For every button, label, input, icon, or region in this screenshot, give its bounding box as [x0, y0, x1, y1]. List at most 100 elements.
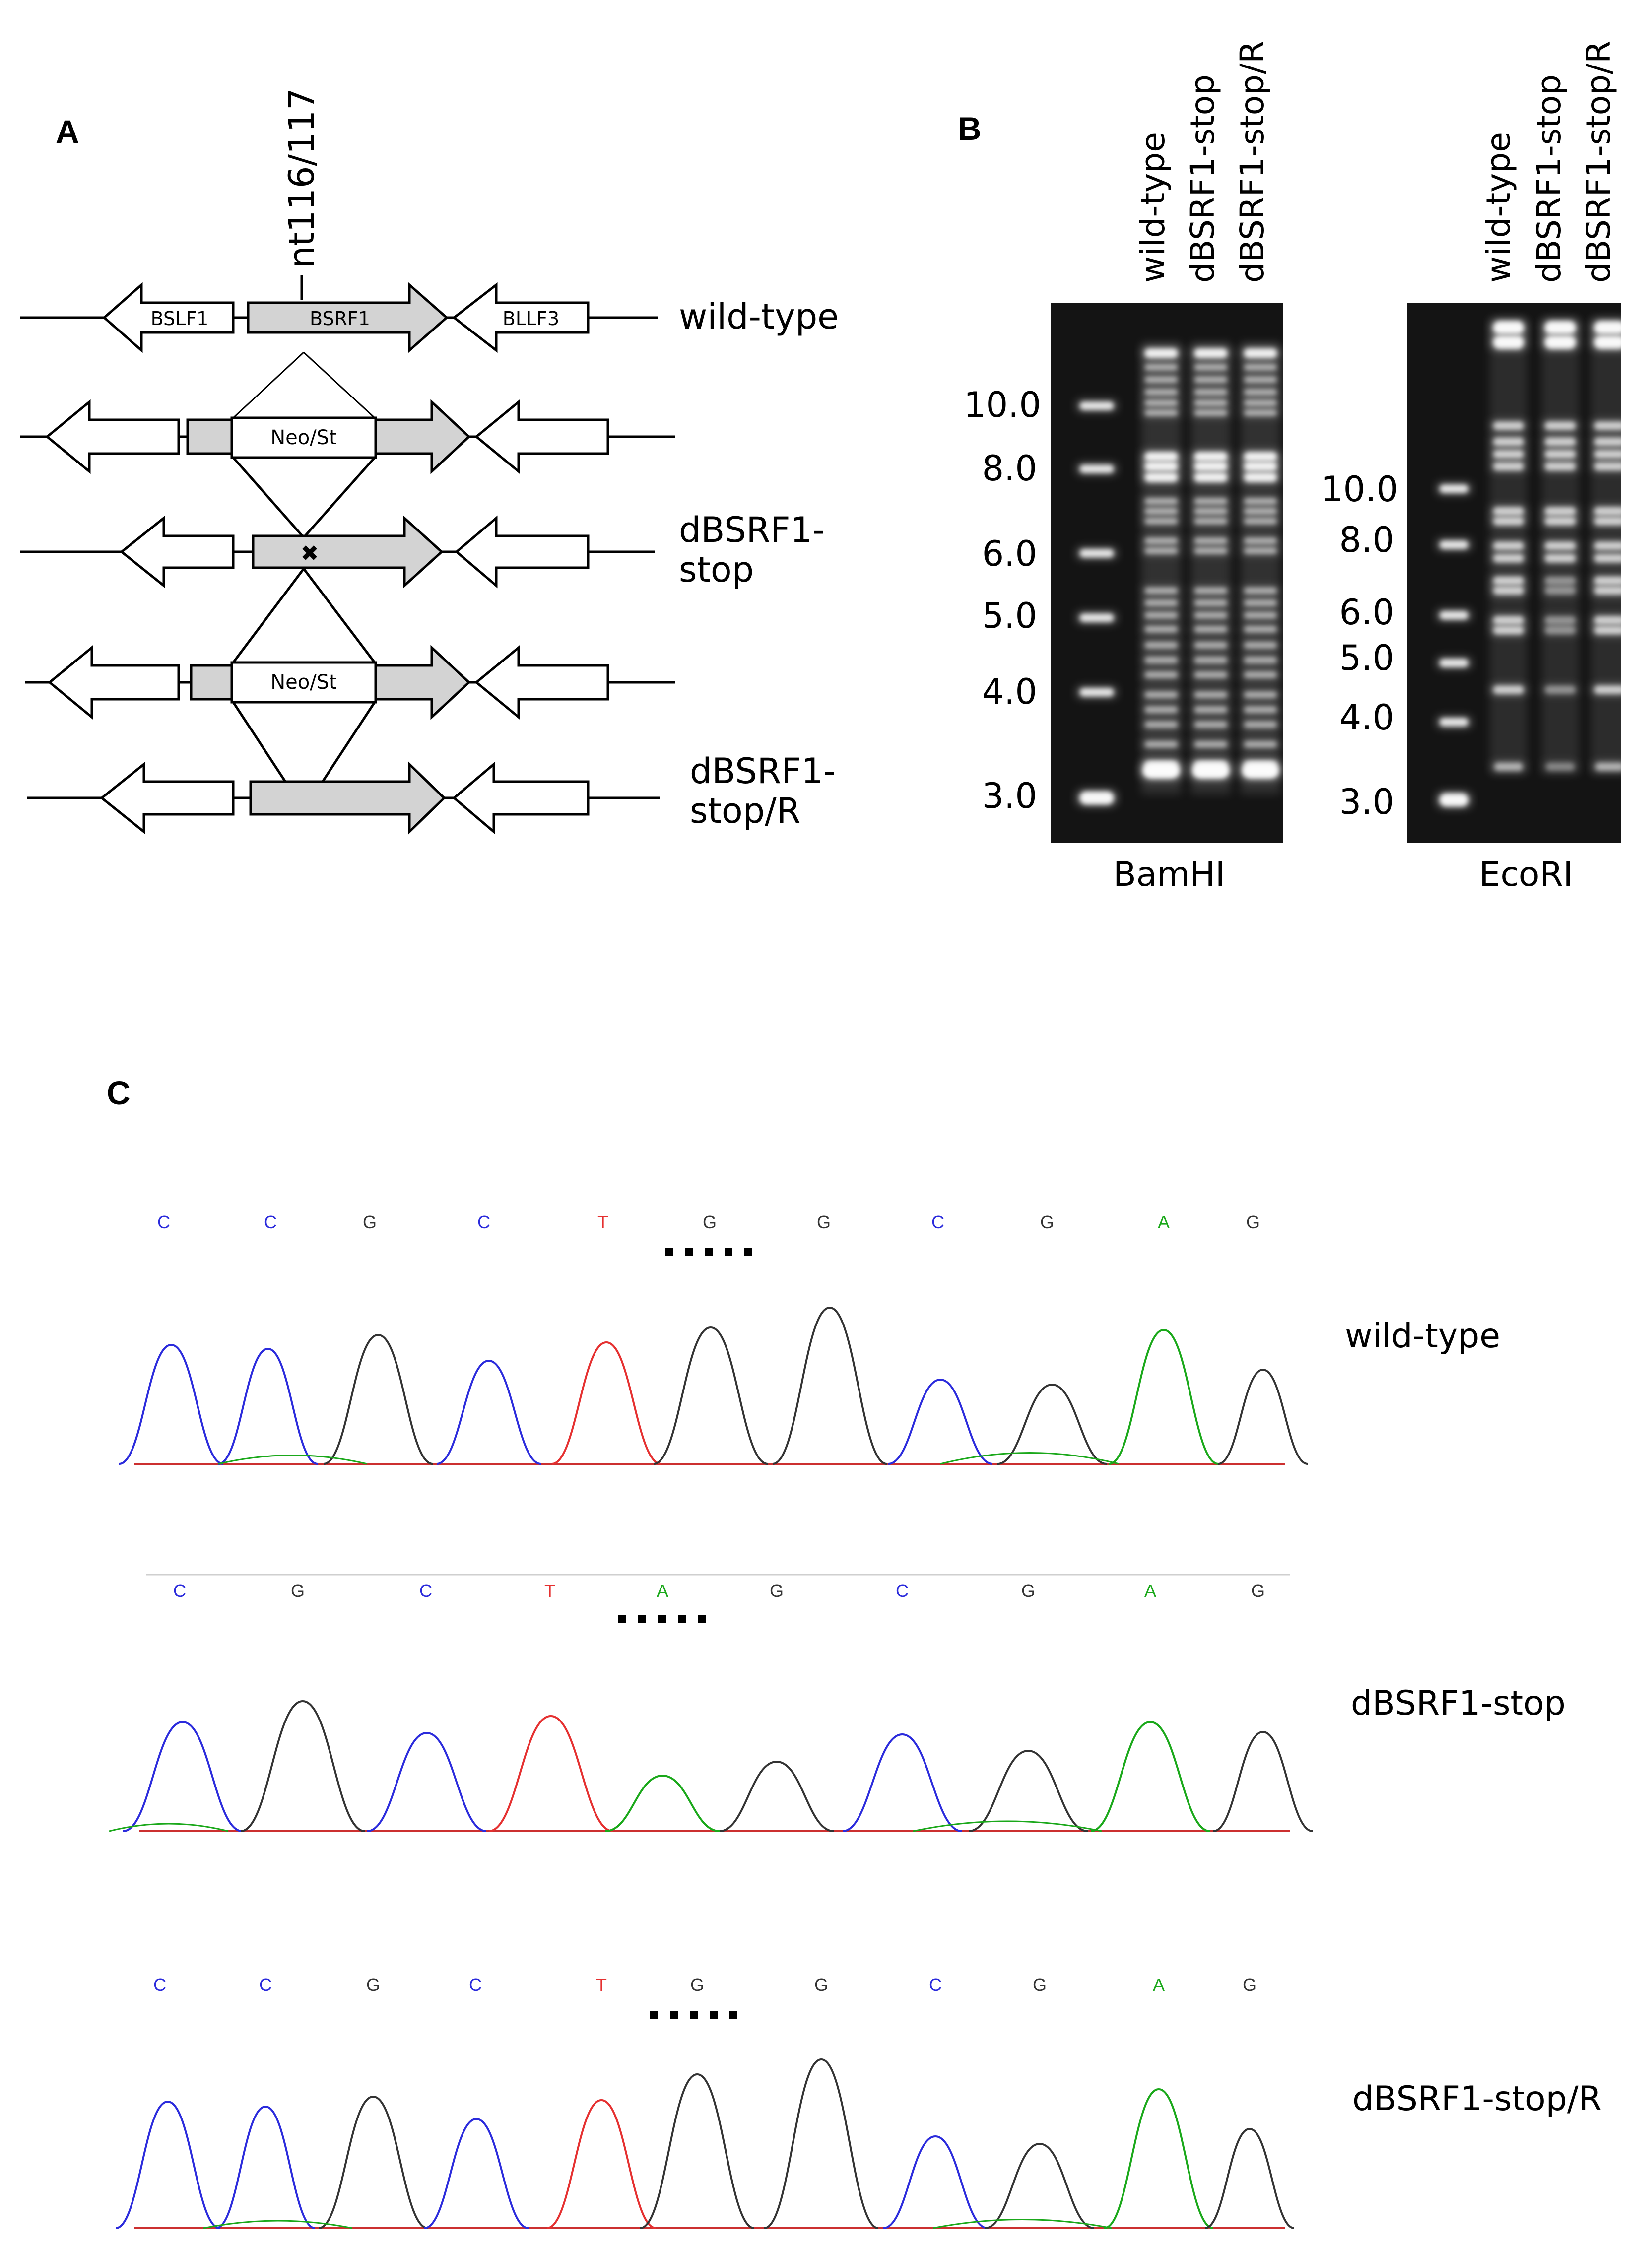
- sample-band: [1490, 420, 1527, 431]
- base-call: G: [770, 1581, 784, 1601]
- sample-band: [1591, 516, 1628, 527]
- base-call: T: [597, 1212, 608, 1232]
- sample-band: [1140, 761, 1182, 780]
- ladder-band: [1437, 610, 1471, 621]
- sample-band: [1142, 656, 1181, 664]
- sample-band: [1142, 536, 1181, 545]
- trace-label-dbsrf1-stop-r: dBSRF1-stop/R: [1352, 2079, 1602, 2118]
- base-call: A: [657, 1581, 668, 1601]
- sample-band: [1142, 690, 1181, 699]
- panel-a-letter: A: [56, 113, 79, 150]
- row5-center-arrow: [249, 761, 446, 835]
- sample-band: [1142, 611, 1181, 620]
- sample-band: [1542, 615, 1579, 626]
- sample-band: [1142, 398, 1181, 407]
- ladder-band: [1437, 717, 1471, 728]
- base-call: C: [896, 1581, 909, 1601]
- marker-bamhi-3: 3.0: [982, 776, 1037, 816]
- sample-band: [1490, 334, 1527, 350]
- chromatogram-dbsrf1-stop-r: [115, 2058, 1295, 2229]
- neo-st-label-2: Neo/St: [270, 671, 337, 694]
- sample-band: [1542, 540, 1579, 551]
- marker-bamhi-6: 6.0: [982, 533, 1037, 574]
- sample-band: [1191, 507, 1230, 516]
- ladder-band: [1077, 790, 1117, 806]
- base-call: G: [817, 1212, 831, 1232]
- sample-band: [1241, 720, 1280, 729]
- lane-label-wt-ecori: wild-type: [1479, 132, 1518, 283]
- sample-band: [1191, 471, 1230, 483]
- sample-band: [1142, 740, 1181, 749]
- base-call: G: [703, 1212, 717, 1232]
- sample-band: [1241, 625, 1280, 634]
- bllf3-label: BLLF3: [503, 308, 559, 330]
- base-call: C: [157, 1212, 170, 1232]
- sample-band: [1591, 575, 1628, 586]
- base-call: G: [1243, 1975, 1256, 1995]
- sample-band: [1142, 670, 1181, 679]
- bsrf1-label: BSRF1: [310, 308, 370, 330]
- sample-band: [1241, 670, 1280, 679]
- ladder-band: [1437, 658, 1471, 668]
- sample-band: [1241, 546, 1280, 555]
- base-call: C: [469, 1975, 482, 1995]
- sample-band: [1542, 684, 1579, 695]
- sample-band: [1142, 388, 1181, 397]
- lane-label-wt-bamhi: wild-type: [1134, 132, 1172, 283]
- sample-band: [1542, 516, 1579, 527]
- peak-G: [653, 1326, 768, 1465]
- sample-band: [1191, 408, 1230, 417]
- sample-band: [1191, 375, 1230, 384]
- sample-band: [1591, 334, 1628, 350]
- row5-left-arrow: [99, 761, 235, 835]
- sample-band: [1543, 761, 1578, 772]
- sample-band: [1241, 451, 1280, 463]
- sample-band: [1191, 656, 1230, 664]
- bllf3-gene-arrow: [452, 282, 590, 353]
- sample-band: [1142, 517, 1181, 526]
- site-label: nt116/117: [281, 88, 322, 268]
- minor-peak-A: [913, 1820, 1102, 1832]
- peak-G: [318, 2095, 428, 2229]
- marker-bamhi-10: 10.0: [964, 385, 1041, 425]
- sample-band: [1591, 625, 1628, 636]
- base-call: T: [596, 1975, 607, 1995]
- minor-peak-A: [218, 1455, 368, 1465]
- peak-C: [436, 1359, 541, 1465]
- peak-G: [1213, 1730, 1313, 1832]
- sample-band: [1190, 761, 1232, 780]
- base-call: G: [1246, 1212, 1260, 1232]
- lane-smear: [1191, 342, 1231, 794]
- sample-band: [1241, 363, 1280, 372]
- peak-C: [123, 1721, 243, 1832]
- sample-band: [1542, 436, 1579, 447]
- ladder-band: [1077, 612, 1117, 623]
- sample-band: [1591, 615, 1628, 626]
- sample-band: [1241, 611, 1280, 620]
- peak-C: [367, 1731, 487, 1832]
- peak-G: [323, 1333, 433, 1465]
- sample-band: [1142, 641, 1181, 650]
- base-call: G: [1021, 1581, 1035, 1601]
- sample-band: [1591, 449, 1628, 460]
- base-call: A: [1158, 1212, 1170, 1232]
- base-call: G: [366, 1975, 380, 1995]
- sample-band: [1241, 705, 1280, 714]
- base-call: C: [931, 1212, 944, 1232]
- sample-band: [1191, 641, 1230, 650]
- sample-band: [1490, 516, 1527, 527]
- row3-center-arrow: [252, 515, 444, 589]
- sample-band: [1241, 641, 1280, 650]
- peak-G: [1218, 1368, 1308, 1465]
- peak-C: [883, 2135, 988, 2229]
- sample-band: [1490, 540, 1527, 551]
- dots-wild-type: [665, 1248, 752, 1256]
- row3-right-arrow: [455, 515, 590, 589]
- row-label-rev-2: stop/R: [690, 791, 800, 831]
- chromatogram-wild-type: [119, 1306, 1308, 1465]
- peak-C: [215, 2105, 316, 2229]
- base-call: G: [1040, 1212, 1054, 1232]
- sample-band: [1191, 720, 1230, 729]
